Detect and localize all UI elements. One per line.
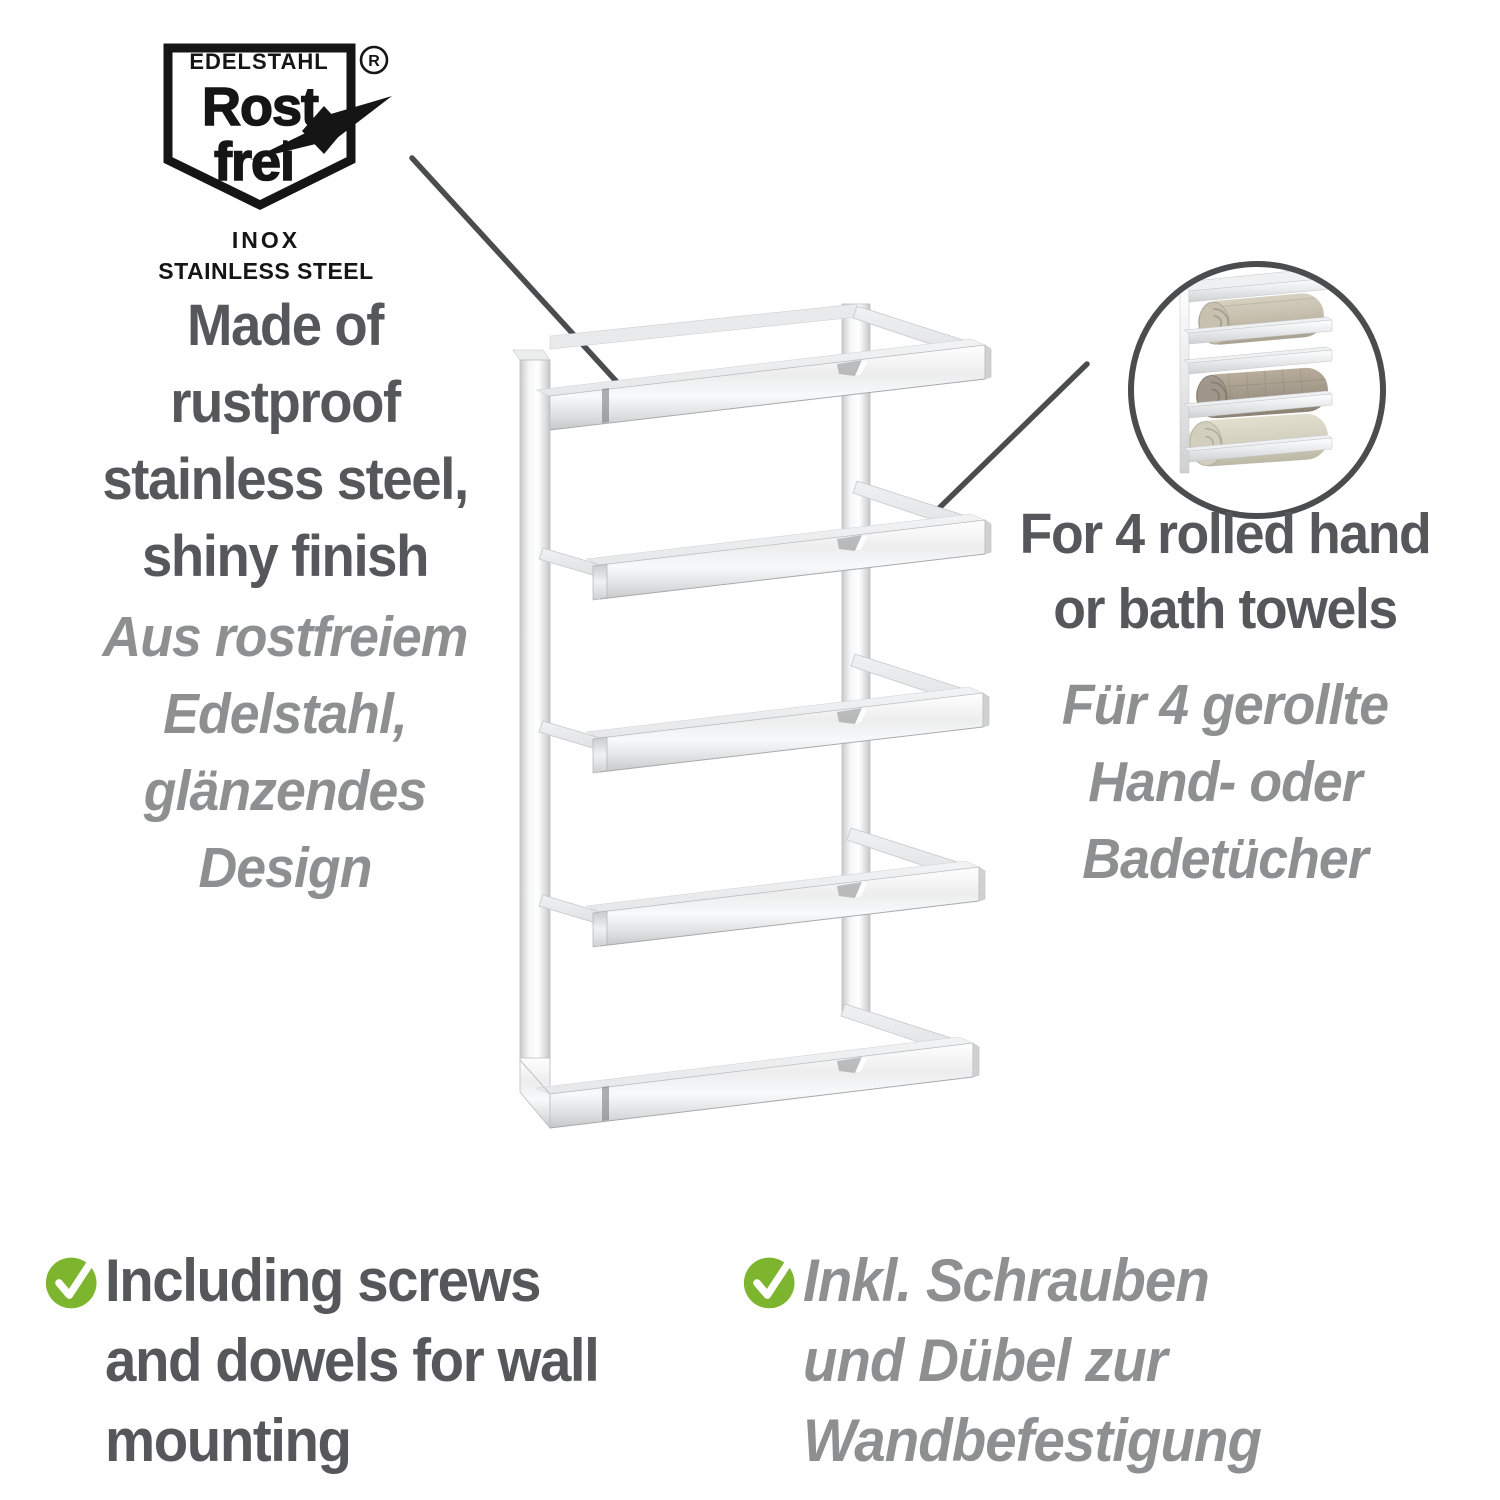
seal-inox-label: INOX (232, 227, 300, 253)
rack-rail-5 (519, 1003, 980, 1129)
feature-line: mounting (105, 1407, 352, 1474)
rack-bottom-bend (519, 1057, 551, 1130)
feature-mounting-de: Inkl. Schrauben und Dübel zur Wandbefest… (803, 1241, 1386, 1481)
feature-line: stainless steel, (102, 447, 469, 512)
feature-line: Für 4 gerollte (1061, 673, 1389, 737)
inset-mini-rack (1179, 269, 1333, 474)
towel-rack-product-image (512, 303, 992, 1130)
feature-line: Inkl. Schrauben (803, 1247, 1210, 1314)
rack-rail-4 (538, 827, 986, 948)
feature-line: or bath towels (1053, 577, 1398, 641)
swoosh-star (302, 106, 345, 154)
feature-line: und Dübel zur (803, 1327, 1168, 1394)
rack-rail-1 (535, 305, 992, 431)
seal-stainless-label: STAINLESS STEEL (158, 258, 373, 284)
feature-capacity-de: Für 4 gerollte Hand- oder Badetücher (976, 667, 1474, 898)
seal-shield-outline (163, 43, 356, 211)
feature-line: rustproof (170, 370, 401, 435)
feature-line: Badetücher (1082, 827, 1368, 891)
rack-rail-2 (538, 480, 992, 601)
seal-frei-label: frei (214, 132, 294, 192)
feature-line: Design (198, 836, 372, 900)
rack-rail-3 (538, 653, 990, 774)
seal-edelstahl-label: EDELSTAHL (189, 49, 328, 74)
feature-line: shiny finish (141, 524, 429, 589)
feature-capacity-en: For 4 rolled hand or bath towels (976, 497, 1474, 647)
seal-rost-label: Rost (202, 77, 319, 137)
feature-line: Edelstahl, (163, 682, 408, 746)
towels-inset-image (1179, 269, 1333, 474)
registered-mark: R (368, 53, 380, 70)
swoosh-tip (324, 96, 392, 148)
registered-mark-circle (359, 45, 389, 75)
feature-line: For 4 rolled hand (1019, 502, 1432, 566)
feature-line: Hand- oder (1088, 750, 1362, 814)
feature-material-de: Aus rostfreiem Edelstahl, glänzendes Des… (36, 599, 534, 907)
checkmark-icon (743, 1257, 795, 1309)
inset-photo-circle (1128, 261, 1386, 519)
feature-material-en: Made of rustproof stainless steel, shiny… (36, 287, 534, 595)
feature-line: Wandbefestigung (803, 1407, 1262, 1474)
feature-line: glänzendes (143, 759, 427, 823)
checkmark-icon (45, 1257, 97, 1309)
feature-line: and dowels for wall (105, 1327, 600, 1394)
feature-line: Aus rostfreiem (102, 605, 468, 669)
feature-line: Including screws (105, 1247, 541, 1314)
feature-mounting-en: Including screws and dowels for wall mou… (105, 1241, 669, 1481)
feature-line: Made of (186, 293, 385, 358)
rostfrei-seal-icon: EDELSTAHL Rost frei R INOX STAINLESS STE… (158, 43, 392, 284)
rack-top-back-rail (549, 303, 858, 350)
